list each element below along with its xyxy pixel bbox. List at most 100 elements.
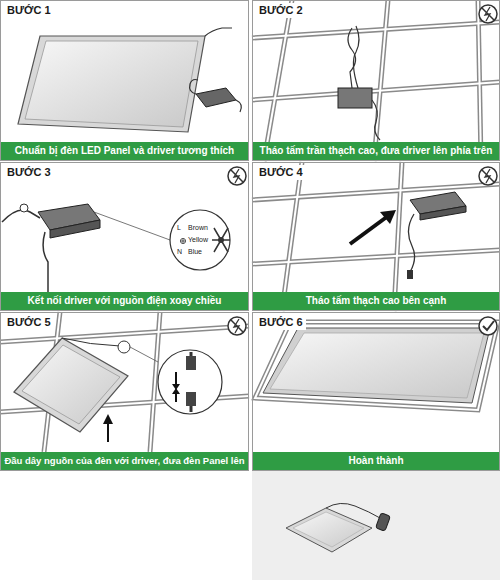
step-number: BƯỚC 5 — [4, 315, 54, 330]
slash — [482, 8, 494, 20]
wire-label: Yellow — [188, 236, 208, 244]
ceiling-grid — [255, 322, 498, 410]
ceiling-grid-inner — [252, 82, 500, 100]
panel-lifted — [118, 341, 130, 353]
icon-ring — [479, 317, 497, 335]
driver-on-tile — [380, 210, 396, 224]
driver-hanging — [338, 26, 380, 140]
finished-product — [286, 508, 372, 552]
panel-lifted — [62, 338, 120, 346]
finished-product — [286, 503, 390, 552]
driver-wiring — [170, 210, 230, 270]
driver — [190, 80, 242, 113]
ceiling-grid — [394, 162, 402, 311]
step-panel: BƯỚC 3 Kết nối driver với nguồn điện xoay… — [0, 162, 249, 311]
panel-installed — [263, 328, 490, 403]
led-panel — [18, 28, 232, 132]
panel-lifted — [186, 356, 196, 370]
ceiling-grid-inner — [0, 0, 500, 452]
step-panel: BƯỚC 1 Chuẩn bị đèn LED Panel và driver t… — [0, 0, 249, 161]
driver-wiring — [20, 204, 28, 212]
slash — [482, 170, 494, 182]
step-number: BƯỚC 1 — [4, 3, 54, 18]
step-caption: Hoàn thành — [253, 452, 499, 470]
panel-lifted — [107, 422, 109, 442]
ceiling-grid-inner — [282, 162, 302, 311]
icon-ring — [479, 5, 497, 23]
step-caption: Tháo tấm trần thạch cao, đưa driver lên … — [253, 142, 499, 160]
led-panel — [18, 36, 205, 132]
ceiling-grid — [374, 0, 388, 161]
ceiling-grid-inner — [394, 162, 402, 311]
panel-lifted — [190, 406, 193, 412]
driver — [196, 88, 236, 107]
driver-wiring — [180, 238, 185, 243]
driver-on-tile — [420, 206, 466, 220]
finish-ground — [252, 471, 500, 580]
step-caption: Kết nối driver với nguồn điện xoay chiều — [1, 292, 248, 310]
step-number: BƯỚC 2 — [256, 3, 306, 18]
step-panel: BƯỚC 5 Đầu dây nguồn của đèn với driver, … — [0, 312, 249, 471]
panel-lifted — [103, 414, 113, 424]
ceiling-grid-inner — [264, 0, 292, 161]
wire-label: Brown — [188, 224, 208, 232]
step-number: BƯỚC 3 — [4, 165, 54, 180]
step-panel: BƯỚC 2 Tháo tấm trần thạch cao, đưa drive… — [252, 0, 500, 161]
step-number: BƯỚC 4 — [256, 165, 306, 180]
driver — [190, 80, 242, 113]
ceiling-grid — [252, 82, 500, 100]
driver-wiring — [50, 220, 100, 238]
finished-product — [326, 503, 380, 518]
ceiling-grid-inner — [374, 0, 388, 161]
panel-lifted — [190, 352, 193, 356]
step-panel: BƯỚC 4 Tháo tấm thạch cao bên cạnh — [252, 162, 500, 311]
panel-lifted — [172, 388, 180, 394]
step-caption: Đầu dây nguồn của đèn với driver, đưa đè… — [1, 452, 248, 470]
step-panel: BƯỚC 6Hoàn thành — [252, 312, 500, 471]
led-panel — [205, 28, 232, 36]
driver-wiring — [94, 212, 170, 240]
driver-wiring — [2, 204, 230, 300]
ceiling-grid-inner — [252, 22, 500, 38]
ceiling-grid — [282, 162, 302, 311]
ceiling-grid — [264, 0, 292, 161]
driver-hanging — [372, 100, 380, 140]
panel-installed — [270, 333, 484, 398]
driver-hanging — [353, 26, 359, 88]
panel-lifted — [130, 347, 158, 362]
step-caption: Tháo tấm thạch cao bên cạnh — [253, 292, 499, 310]
check-mark — [483, 321, 494, 330]
finished-product — [293, 512, 364, 547]
ceiling-grid-inner — [255, 322, 498, 410]
panel-lifted — [14, 338, 128, 432]
driver-wiring — [43, 232, 48, 300]
driver-wiring — [180, 238, 185, 243]
driver-wiring — [218, 237, 224, 243]
driver-wiring — [212, 228, 230, 252]
slash — [231, 170, 243, 182]
driver-on-tile — [408, 214, 414, 272]
panel-lifted — [158, 350, 222, 414]
wire-label: N — [177, 248, 182, 256]
panel-installed — [263, 328, 490, 403]
ceiling-grid-inner — [252, 184, 500, 200]
step-caption: Chuẩn bị đèn LED Panel và driver tương t… — [1, 142, 248, 160]
led-panel — [25, 41, 198, 127]
ceiling-grid-inner — [478, 0, 481, 161]
driver-hanging — [338, 88, 372, 108]
icon-ring — [228, 317, 246, 335]
icon-ring — [228, 167, 246, 185]
driver-on-tile — [407, 270, 413, 279]
panel-lifted — [22, 345, 120, 424]
wire-label: L — [177, 224, 181, 232]
safety-icons — [228, 5, 497, 335]
driver-wiring — [2, 210, 40, 222]
driver-on-tile — [350, 216, 388, 244]
panel-lifted — [175, 372, 177, 386]
panel-lifted — [14, 338, 222, 442]
panel-lifted — [186, 392, 196, 406]
ceiling-grid — [0, 0, 500, 452]
wire-label: Blue — [188, 248, 202, 256]
